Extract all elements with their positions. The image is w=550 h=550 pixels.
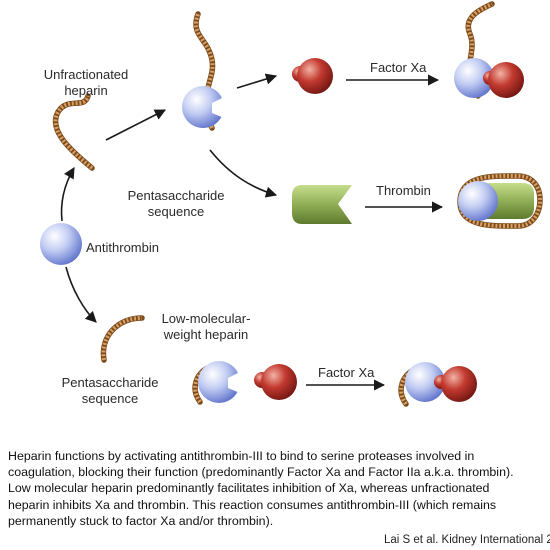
label-lmwh: Low-molecular- weight heparin (161, 311, 251, 342)
factor-xa-shape-bottom (254, 364, 297, 400)
antithrombin-shape (40, 223, 82, 265)
arrow-complex-to-thrombin (209, 149, 278, 198)
caption: Heparin functions by activating antithro… (8, 448, 550, 529)
arrow-complex-to-factor-xa (236, 73, 278, 89)
arrow-heparin-to-complex (105, 109, 166, 141)
caption-line: heparin inhibits Xa and thrombin. This r… (8, 497, 497, 512)
arrow-antithrombin-to-lmwh (65, 266, 97, 323)
caption-line: Low molecular heparin predominantly faci… (8, 481, 490, 496)
arrow-antithrombin-to-unfractionated (60, 167, 75, 222)
arrows (60, 73, 444, 391)
caption-line: coagulation, blocking their function (pr… (8, 465, 514, 480)
label-factor-xa-bottom: Factor Xa (318, 365, 375, 380)
citation: Lai S et al. Kidney International 2 (384, 534, 550, 546)
unfractionated-heparin-chain (52, 93, 95, 171)
factor-xa-shape-top (292, 58, 333, 94)
lmwh-antithrombin-complex (192, 361, 240, 405)
caption-line: permanently stuck to factor Xa and/or th… (8, 513, 274, 528)
label-factor-xa-top: Factor Xa (370, 60, 427, 75)
label-pentasaccharide-bottom: Pentasaccharide sequence (61, 375, 159, 406)
heparin-mechanism-diagram (40, 1, 543, 407)
antithrombin-factor-xa-complex-top (454, 1, 524, 99)
antithrombin-factor-xa-complex-bottom (398, 362, 477, 407)
label-unfractionated-heparin: Unfractionated heparin (43, 67, 129, 98)
lmwh-chain (100, 315, 145, 363)
caption-line: Heparin functions by activating antithro… (8, 449, 475, 463)
label-pentasaccharide-top: Pentasaccharide sequence (127, 188, 225, 219)
thrombin-shape (292, 185, 352, 224)
label-thrombin: Thrombin (376, 183, 431, 198)
antithrombin-thrombin-complex (457, 173, 543, 229)
label-antithrombin: Antithrombin (86, 240, 159, 255)
heparin-antithrombin-complex-top (182, 11, 224, 131)
